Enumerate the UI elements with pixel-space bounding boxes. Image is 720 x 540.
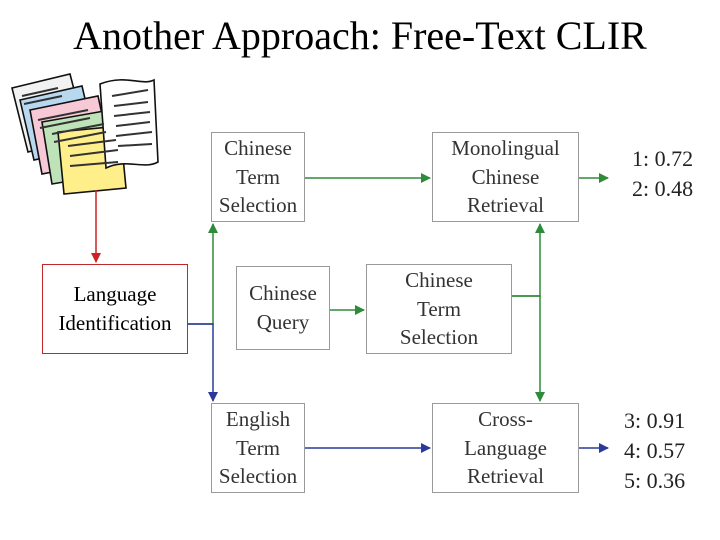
arrow-langid-to-english-term-selection [188, 323, 218, 402]
box-line: Chinese [405, 267, 473, 292]
box-line: Language [464, 435, 547, 460]
box-line: Monolingual [451, 135, 560, 160]
result-score: 1: 0.72 [632, 146, 694, 171]
result-score: 2: 0.48 [632, 175, 694, 201]
box-line: Query [256, 310, 310, 334]
box-line: Chinese [249, 281, 317, 306]
box-line: Term [416, 296, 461, 321]
chinese-term-selection-2-box: Chinese Term Selection [366, 264, 512, 354]
box-line: Chinese [224, 135, 292, 160]
box-line: Selection [399, 325, 479, 350]
box-line: Chinese [471, 164, 540, 189]
cross-language-retrieval-box: Cross- Language Retrieval [432, 403, 579, 493]
slide-title: Another Approach: Free-Text CLIR [73, 13, 647, 58]
box-line: Language [73, 282, 157, 307]
arrow-term-selection2-to-monolingual [512, 223, 545, 297]
box-line: Retrieval [467, 464, 544, 489]
monolingual-results: 1: 0.72 2: 0.48 [632, 144, 693, 204]
documents-clipart-icon [11, 73, 159, 195]
box-line: Selection [218, 464, 298, 489]
result-score: 3: 0.91 [624, 408, 686, 433]
language-identification-box: Language Identification [42, 264, 188, 354]
arrow-term-selection2-to-cross-language [512, 295, 545, 402]
box-line: English [225, 406, 291, 431]
box-line: Term [235, 164, 280, 189]
monolingual-chinese-retrieval-box: Monolingual Chinese Retrieval [432, 132, 579, 222]
english-term-selection-box: English Term Selection [211, 403, 305, 493]
box-line: Term [235, 435, 280, 460]
result-score: 5: 0.36 [624, 467, 686, 493]
chinese-query-box: Chinese Query [236, 266, 330, 350]
arrow-langid-to-chinese-term-selection [188, 223, 218, 325]
chinese-term-selection-box: Chinese Term Selection [211, 132, 305, 222]
box-line: Retrieval [467, 193, 544, 218]
box-line: Cross- [478, 406, 533, 431]
result-score: 4: 0.57 [624, 437, 686, 463]
cross-language-results: 3: 0.91 4: 0.57 5: 0.36 [624, 406, 685, 496]
box-line: Selection [218, 193, 298, 218]
box-line: Identification [58, 311, 172, 335]
